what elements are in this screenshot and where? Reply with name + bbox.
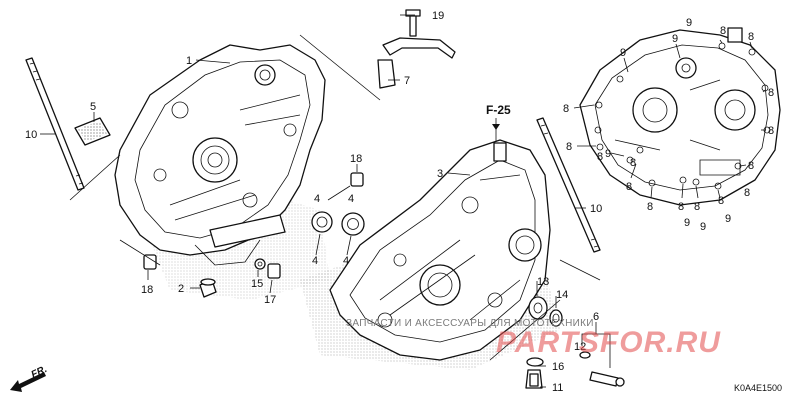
callout-6: 6: [593, 311, 599, 323]
callout-labels: 1 2 3 4 4 4 4 5 6 7 10 10 11 12 13 14 15…: [25, 10, 774, 394]
callout-8-6: 8: [647, 201, 653, 213]
bearing-left-b: [341, 212, 365, 236]
callout-8-11: 8: [768, 125, 774, 137]
shading-left-bottom: [150, 195, 330, 300]
front-arrow-icon: [10, 372, 46, 392]
callout-18-lower: 18: [141, 284, 153, 296]
callout-9-4: 9: [605, 148, 611, 160]
watermark-tagline: ЗАПЧАСТИ И АКСЕССУАРЫ ДЛЯ МОТОТЕХНИКИ: [346, 318, 594, 329]
callout-9-3: 9: [686, 17, 692, 29]
callout-3: 3: [437, 168, 443, 180]
callout-9-6: 9: [684, 217, 690, 229]
callout-8-14: 8: [597, 151, 603, 163]
callout-8-4: 8: [566, 141, 572, 153]
callout-1: 1: [186, 55, 192, 67]
diagram-code: K0A4E1500: [734, 383, 782, 393]
callout-8-2: 8: [748, 31, 754, 43]
callout-8-9: 8: [748, 160, 754, 172]
front-direction-indicator: FR.: [10, 364, 49, 392]
callout-10-right: 10: [590, 203, 602, 215]
callout-7: 7: [404, 75, 410, 87]
left-crankcase-half: [114, 44, 326, 266]
pipe-assembly-part: [377, 9, 456, 89]
callout-4-b: 4: [343, 255, 349, 267]
dowel-pin-upper: [350, 172, 364, 187]
callout-19: 19: [432, 10, 444, 22]
callout-4-a: 4: [312, 255, 318, 267]
callout-11: 11: [552, 382, 563, 394]
front-direction-label: FR.: [30, 364, 49, 381]
switch-sensor-part: [589, 371, 625, 387]
callout-8-13: 8: [630, 157, 636, 169]
callout-8-1: 8: [720, 25, 726, 37]
mesh-plate-part: [74, 117, 111, 146]
watermark-brand: PARTSFOR.RU: [496, 326, 721, 359]
callout-9-7: 9: [725, 213, 731, 225]
callout-9-5: 9: [700, 221, 706, 233]
callout-8-7: 8: [678, 201, 684, 213]
callout-14: 14: [556, 289, 568, 301]
washer-part: [254, 258, 266, 270]
stud-bolt-left: [25, 57, 85, 191]
callout-17: 17: [264, 294, 276, 306]
callout-8-12: 8: [718, 195, 724, 207]
callout-4-c: 4: [314, 193, 320, 205]
leader-lines: [40, 14, 766, 388]
bolt-lower-part: [525, 369, 543, 389]
washer-lower-part: [526, 357, 544, 367]
bearing-left-a: [311, 211, 333, 233]
callout-2: 2: [178, 283, 184, 295]
oil-seal-part: [528, 296, 548, 320]
callout-18-upper: 18: [350, 153, 362, 165]
callout-4-d: 4: [348, 193, 354, 205]
callout-8-15: 8: [744, 187, 750, 199]
ring-part: [549, 309, 563, 327]
collar-part: [267, 263, 281, 279]
sealing-washer-part: [579, 351, 591, 359]
reference-arrow-icon: [492, 124, 500, 130]
callout-15: 15: [251, 278, 263, 290]
callout-10-left: 10: [25, 129, 37, 141]
callout-12: 12: [574, 341, 586, 353]
drain-plug-part: [199, 278, 217, 298]
callout-8-5: 8: [626, 181, 632, 193]
callout-16: 16: [552, 361, 564, 373]
callout-8-8: 8: [694, 201, 700, 213]
callout-8-3: 8: [563, 103, 569, 115]
watermark: ЗАПЧАСТИ И АКСЕССУАРЫ ДЛЯ МОТОТЕХНИКИ PA…: [346, 318, 721, 359]
callout-9-2: 9: [672, 33, 678, 45]
right-crankcase-half: [329, 139, 551, 361]
callout-5: 5: [90, 101, 96, 113]
dowel-pin-lower: [143, 254, 157, 270]
callout-13: 13: [537, 276, 549, 288]
stud-bolt-right: [536, 117, 601, 253]
callout-8-10: 8: [768, 87, 774, 99]
callout-9-1: 9: [620, 47, 626, 59]
crankcase-side-view: [579, 27, 781, 206]
reference-label: F-25: [486, 103, 511, 117]
